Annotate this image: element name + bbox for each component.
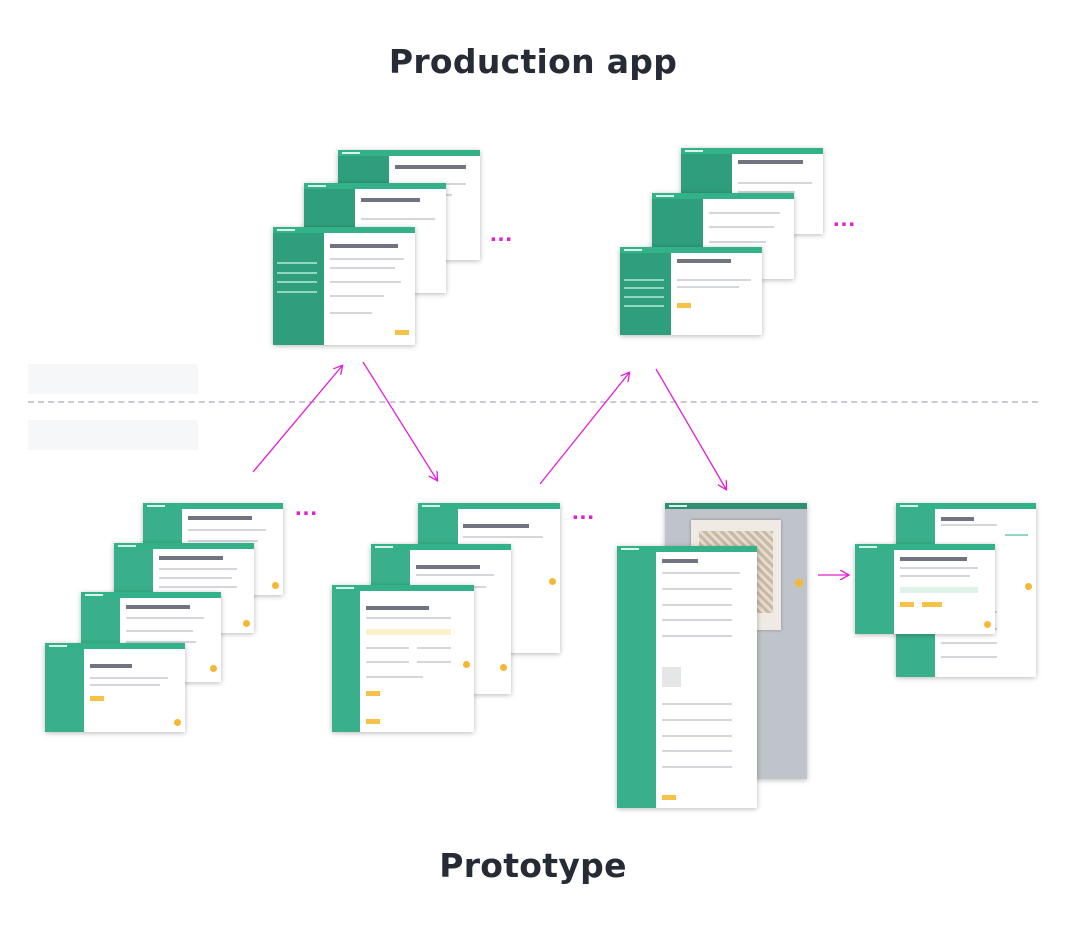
screen-all-pats-addresses: [332, 585, 474, 732]
arrow-production-to-addresses: [362, 361, 437, 480]
arrow-addresses-to-production: [539, 373, 629, 485]
ellipsis-production-2: ...: [833, 205, 857, 232]
faded-label-top: [28, 364, 198, 394]
arrow-production-to-upload: [655, 368, 726, 489]
screen-document-upload: [617, 546, 757, 808]
production-app-heading: Production app: [388, 42, 678, 81]
screen-step1-immigrant-info: [273, 227, 415, 345]
prototype-heading: Prototype: [439, 846, 627, 885]
ellipsis-prototype-2: ...: [572, 498, 596, 525]
faded-label-bottom: [28, 420, 198, 450]
ellipsis-prototype-1: ...: [295, 494, 319, 521]
ellipsis-production-1: ...: [490, 220, 514, 247]
arrow-welcome-to-production: [252, 366, 342, 473]
screen-welcome-aboard: [45, 643, 185, 732]
help-badge: [795, 579, 803, 587]
screen-petitioner-info: [620, 247, 762, 335]
section-divider: [28, 401, 1038, 403]
screen-success-packet-created: [855, 544, 995, 634]
